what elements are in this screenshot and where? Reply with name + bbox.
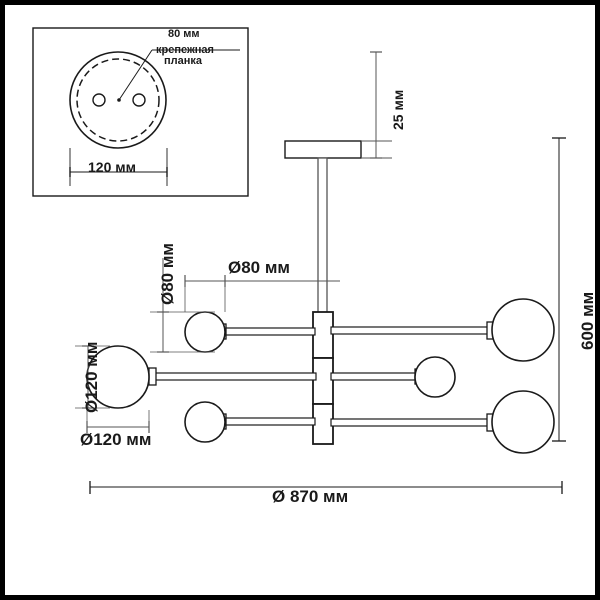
arm-rod-lower-left [222,417,316,426]
dim-large-globe-vertical [75,345,110,409]
plate-dashed-circle [76,58,160,142]
column-segment-bottom [312,403,334,445]
chandelier-assembly [86,140,555,454]
inset-mounting-plate-detail [32,27,249,197]
column-segment-top [312,311,334,359]
globe-upper-left-small [184,311,226,353]
dim-canopy-height [361,51,392,159]
dim-small-globe-horizontal [184,275,340,312]
large-globe-diameter-vertical-label: Ø120 мм [82,341,101,413]
arm-middle-right [330,356,456,398]
dim-overall-diameter [89,481,563,494]
arm-rod-lower-right [330,418,489,427]
inset-plate-width-label: 120 мм [88,159,136,175]
arm-rod-upper-right [330,326,489,335]
suspension-rod [317,157,328,315]
globe-upper-right-large [491,298,555,362]
large-globe-diameter-horizontal-label: Ø120 мм [80,430,152,449]
callout-leader-line [118,49,153,101]
globe-middle-left-large [86,345,150,409]
dim-small-globe-vertical [150,258,215,353]
column-segment-middle [312,357,334,405]
canopy-height-label: 25 мм [390,89,406,130]
globe-lower-right-large [491,390,555,454]
arm-rod-middle-left [153,372,317,381]
arm-rod-upper-left [222,327,316,336]
globe-middle-right-small [414,356,456,398]
screw-hole-left [92,93,106,107]
small-globe-diameter-horizontal-label: Ø80 мм [228,258,291,277]
inset-callout-label-line1: крепежная [156,44,214,56]
screw-hole-right [132,93,146,107]
ceiling-canopy [284,140,362,159]
inset-callout-dimension-label: 80 мм [168,28,200,40]
arm-lower-right [330,390,555,454]
small-globe-diameter-vertical-label: Ø80 мм [158,242,177,305]
arm-lower-left [184,401,316,443]
arm-middle-left [86,345,317,409]
arm-upper-right [330,298,555,362]
socket-middle-left [148,367,157,386]
dim-overall-height [552,137,566,442]
overall-height-label: 600 мм [578,291,597,350]
arm-upper-left [184,311,316,353]
overall-diameter-label: Ø 870 мм [272,487,349,506]
dim-large-globe-horizontal [86,410,150,433]
arm-rod-middle-right [330,372,417,381]
globe-lower-left-small [184,401,226,443]
inset-callout-label-line2: планка [164,55,203,67]
